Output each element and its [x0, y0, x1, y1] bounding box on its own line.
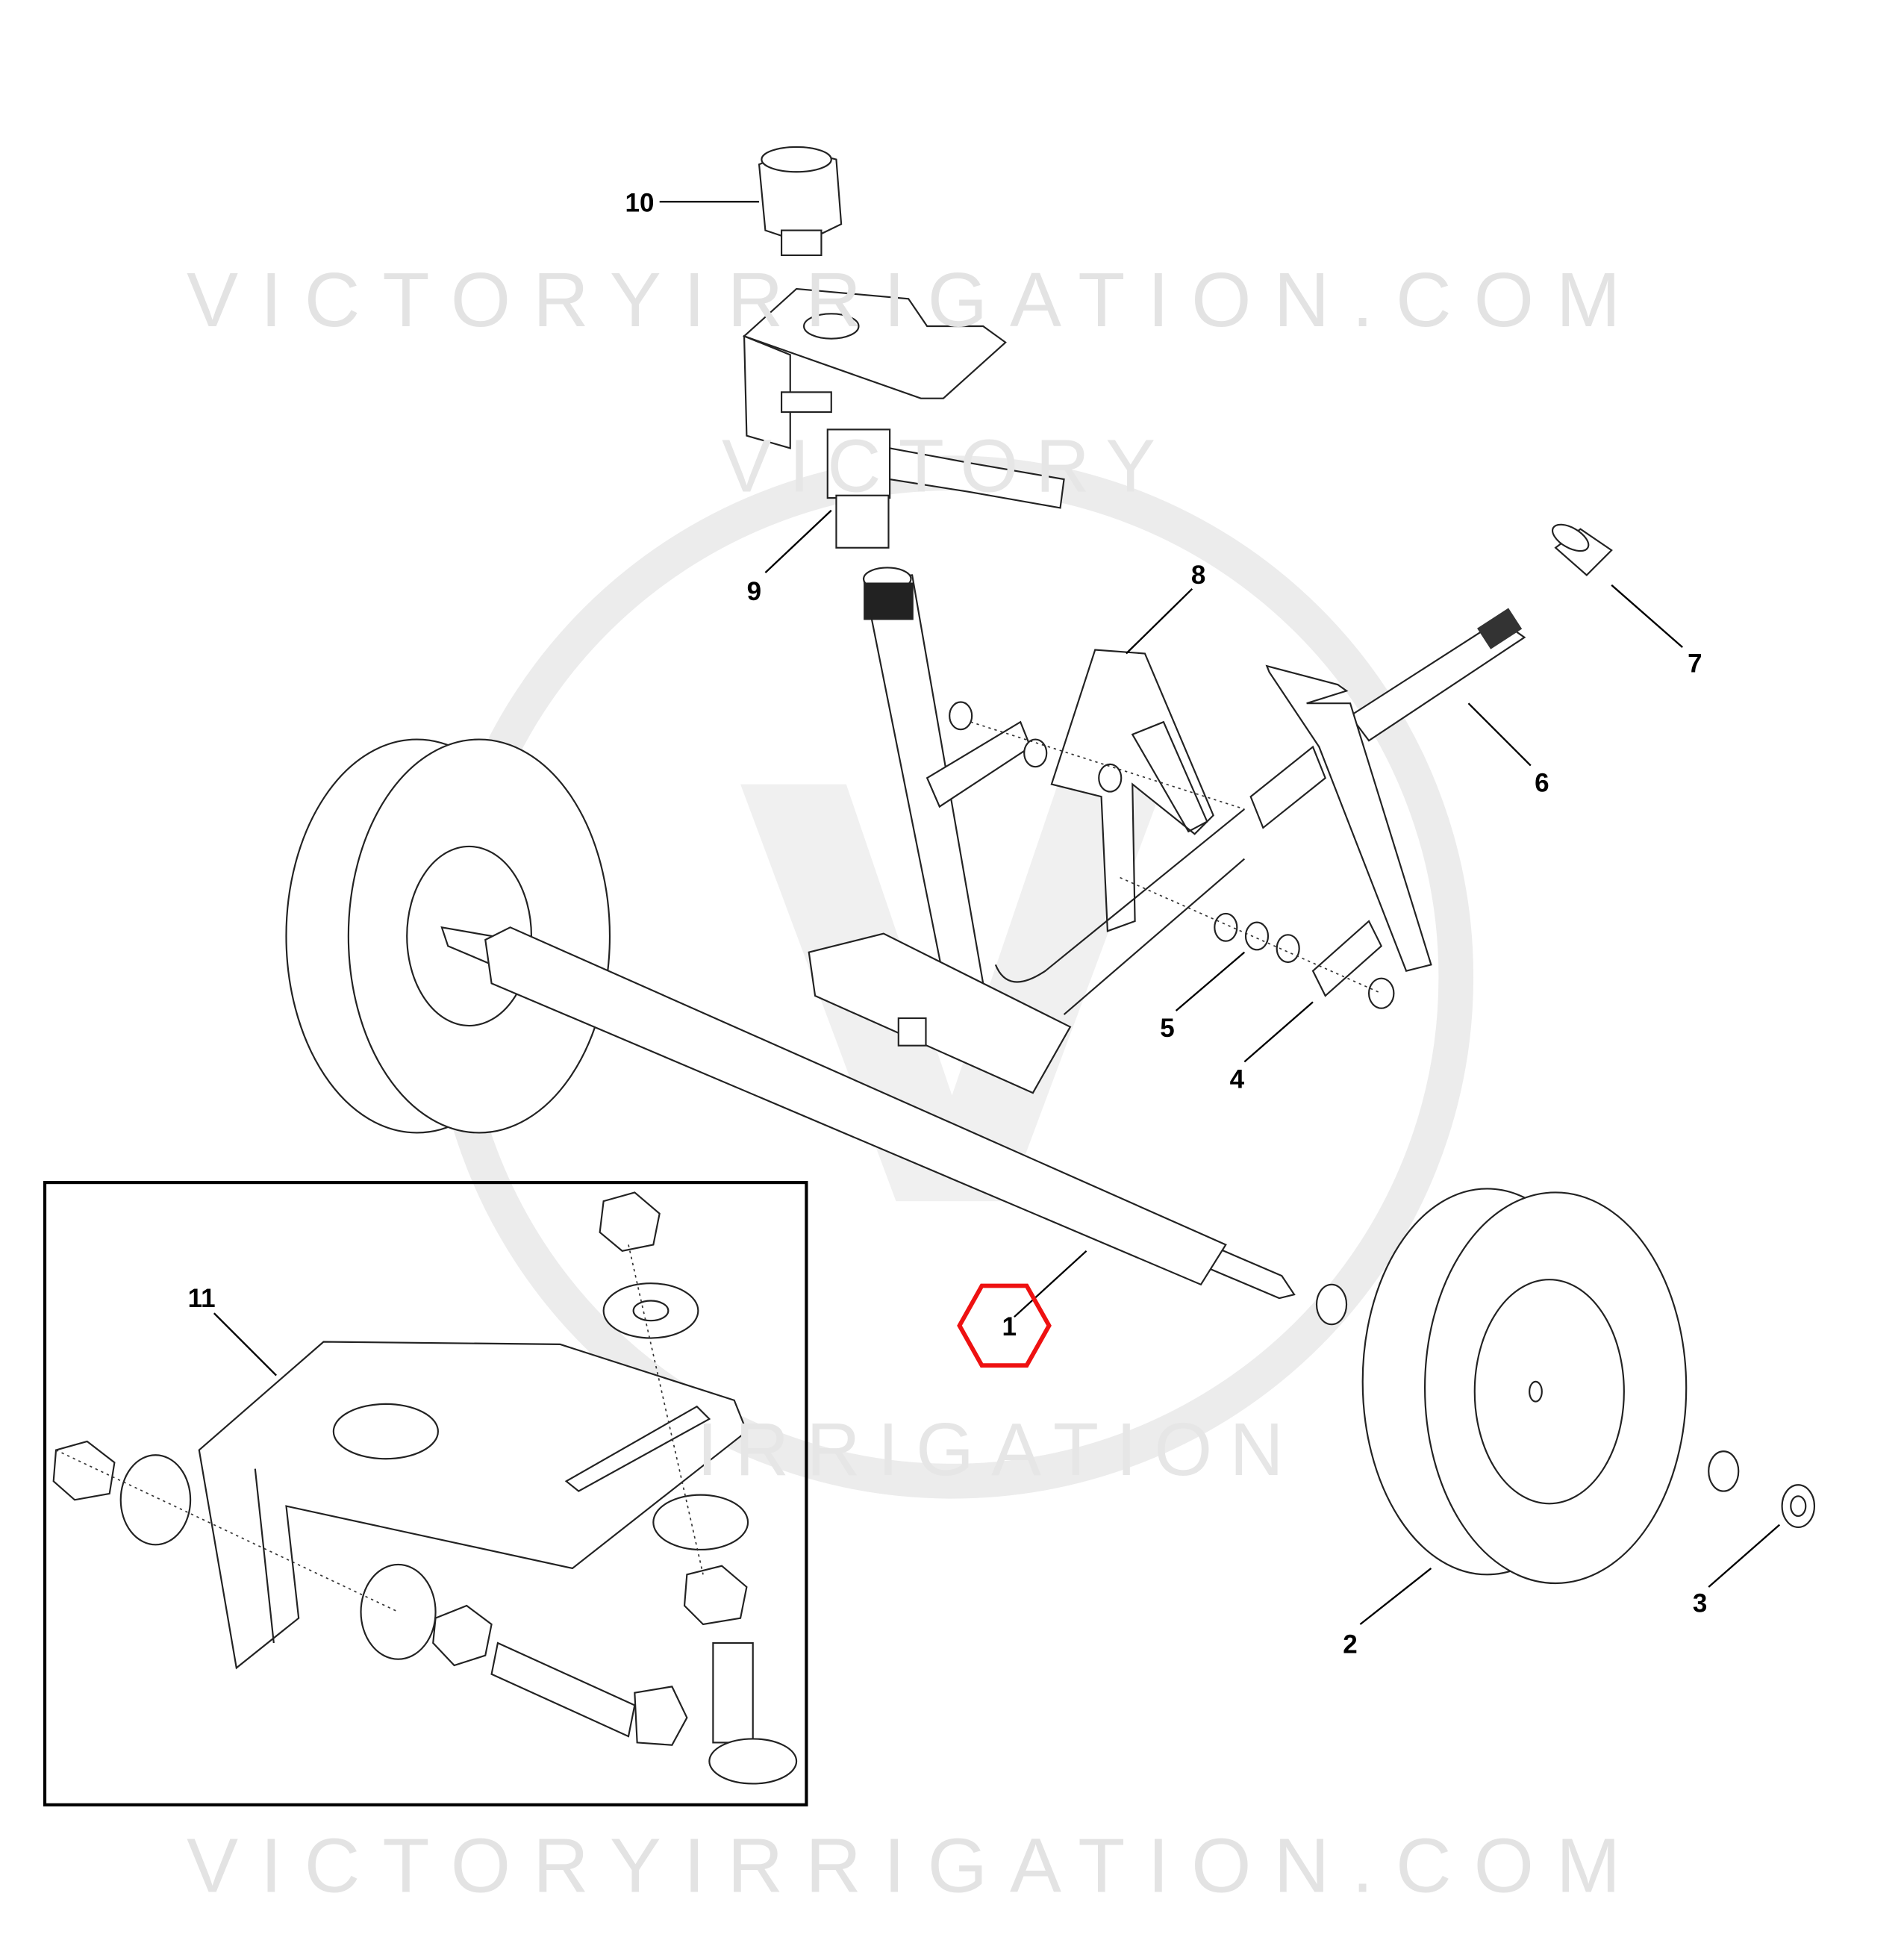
callouts: 1 2 3 4 5 6 7 8 9 10 11 [188, 189, 1708, 1659]
watermark-bottom-text: VICTORYIRRIGATION.COM [187, 1821, 1643, 1908]
callout-8[interactable]: 8 [1191, 561, 1205, 590]
callout-2[interactable]: 2 [1343, 1630, 1357, 1659]
frame-arm [994, 664, 1432, 1015]
part-1-axle [440, 926, 1348, 1326]
watermark-text: VICTORYIRRIGATION.COM VICTORYIRRIGATION.… [187, 256, 1643, 1908]
callout-1-highlight-hexagon[interactable] [957, 1283, 1052, 1368]
callout-7[interactable]: 7 [1688, 649, 1702, 679]
callout-1[interactable]: 1 [1002, 1312, 1016, 1341]
part-5-washers [949, 701, 1395, 1009]
watermark-v-logo [740, 784, 1164, 1202]
callout-4[interactable]: 4 [1230, 1064, 1245, 1094]
callout-10[interactable]: 10 [625, 189, 655, 218]
part-6-threaded-pipe [1349, 608, 1526, 742]
part-8-slotted-bracket [926, 649, 1214, 932]
callout-6[interactable]: 6 [1535, 769, 1549, 798]
part-3-washer-and-cap [1708, 1450, 1816, 1529]
watermark-top-text: VICTORYIRRIGATION.COM [187, 256, 1643, 343]
part-10-adapter-fitting [758, 146, 843, 257]
callout-5[interactable]: 5 [1160, 1014, 1174, 1043]
part-9-ball-valve-assembly [742, 287, 1065, 549]
callout-11[interactable]: 11 [188, 1284, 216, 1313]
callout-9[interactable]: 9 [747, 577, 761, 606]
watermark-seal-bottom: IRRIGATION [697, 1408, 1301, 1491]
inset-nut-top [599, 1191, 661, 1252]
part-2-wheel [1361, 1188, 1688, 1585]
callout-leaders [213, 201, 1781, 1625]
part-7-pipe-cap [1552, 523, 1613, 576]
detail-inset-part-11 [43, 1181, 808, 1806]
watermark-seal-top: VICTORY [722, 425, 1173, 508]
callout-3[interactable]: 3 [1693, 1588, 1707, 1618]
